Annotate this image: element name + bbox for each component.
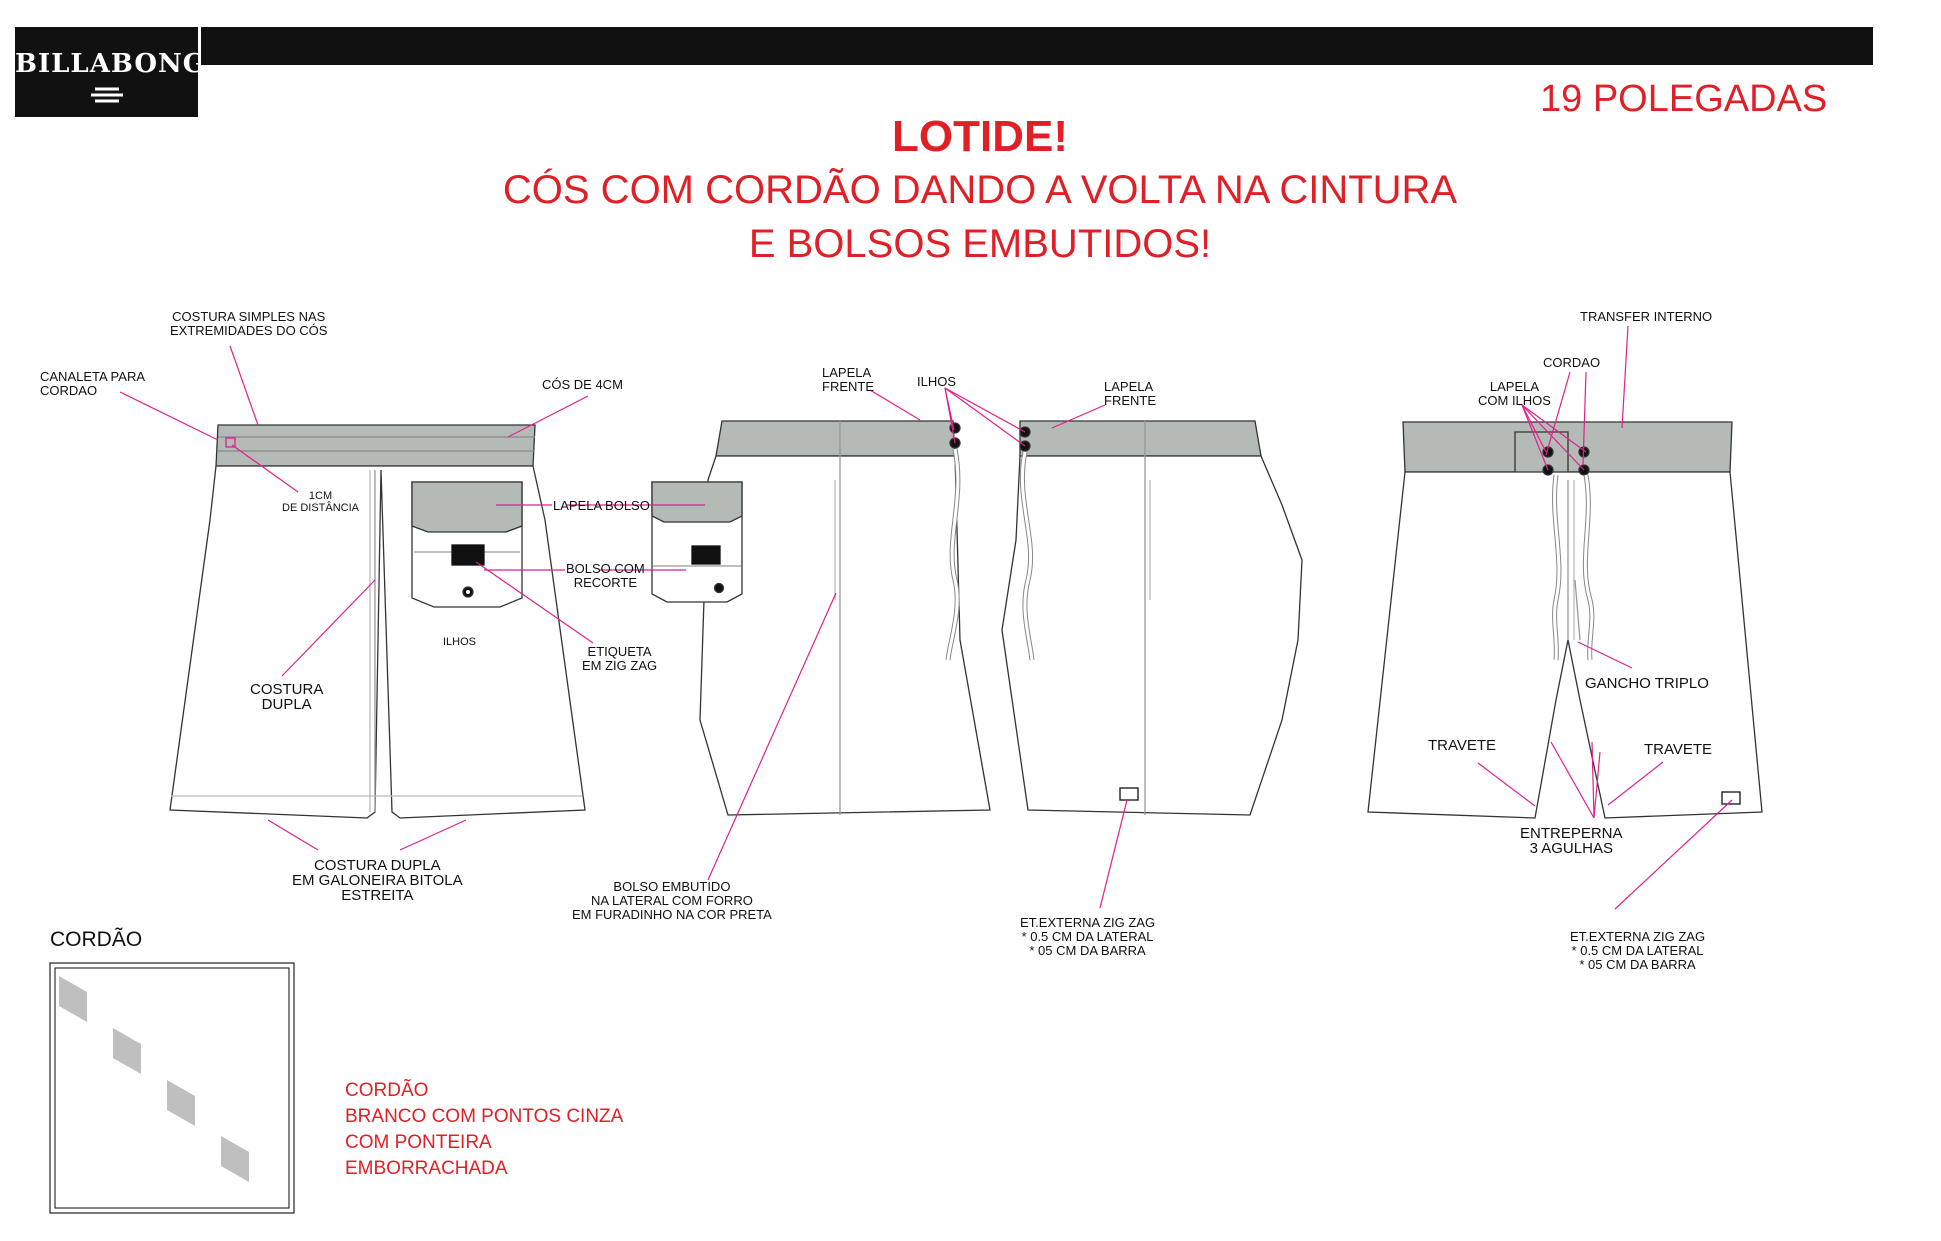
label-cordao-front: CORDAO: [1543, 355, 1601, 370]
brand-logo-text: BILLABONG: [15, 49, 206, 79]
back-view-shorts: [169, 424, 586, 819]
back-body: [169, 465, 586, 819]
label-travete-right: TRAVETE: [1644, 741, 1713, 758]
label-lapela-bolso: LAPELA BOLSO: [553, 498, 650, 513]
side-pocket-flap: [651, 481, 743, 523]
brand-logo: BILLABONG: [15, 27, 206, 117]
label-et-externa-mid: ET.EXTERNA ZIG ZAG* 0.5 CM DA LATERAL* 0…: [1020, 915, 1156, 958]
side-body-right: [1001, 455, 1303, 816]
back-pocket-label: [451, 544, 485, 566]
front-ext-label: [1721, 791, 1741, 805]
front-body: [1367, 471, 1763, 819]
cordao-dots: [59, 976, 249, 1182]
cordao-description: CORDÃO BRANCO COM PONTOS CINZA COM PONTE…: [345, 1080, 624, 1179]
label-cos-4cm: CÓS DE 4CM: [542, 377, 623, 392]
cordao-title: CORDÃO: [50, 928, 143, 951]
label-ilhos-small: ILHOS: [443, 636, 477, 648]
side-view-shorts-right: [1001, 420, 1303, 816]
header-bar: [201, 27, 1873, 65]
side-ext-label: [1119, 787, 1139, 801]
logo-mark-icon: [91, 87, 123, 103]
label-gancho: GANCHO TRIPLO: [1585, 675, 1709, 692]
title-line-1: LOTIDE!: [892, 112, 1068, 161]
leader-lines: [119, 325, 1733, 910]
title-line-3: E BOLSOS EMBUTIDOS!: [748, 222, 1212, 266]
label-et-externa-right: ET.EXTERNA ZIG ZAG* 0.5 CM DA LATERAL* 0…: [1570, 929, 1706, 972]
front-view-shorts: [1367, 421, 1763, 819]
side-view-shorts-left: [651, 420, 991, 816]
title-line-2: CÓS COM CORDÃO DANDO A VOLTA NA CINTURA: [502, 168, 1458, 212]
label-ilhos: ILHOS: [917, 374, 957, 389]
side-waistband-left: [715, 420, 956, 457]
size-label: 19 POLEGADAS: [1540, 78, 1828, 120]
label-transfer: TRANSFER INTERNO: [1580, 309, 1713, 324]
back-waistband: [215, 424, 536, 467]
label-travete-left: TRAVETE: [1428, 737, 1497, 754]
back-eyelet-small: [225, 437, 236, 448]
cordao-swatch: [49, 962, 295, 1214]
side-body-left: [699, 455, 991, 816]
back-pocket-flap: [411, 481, 523, 533]
